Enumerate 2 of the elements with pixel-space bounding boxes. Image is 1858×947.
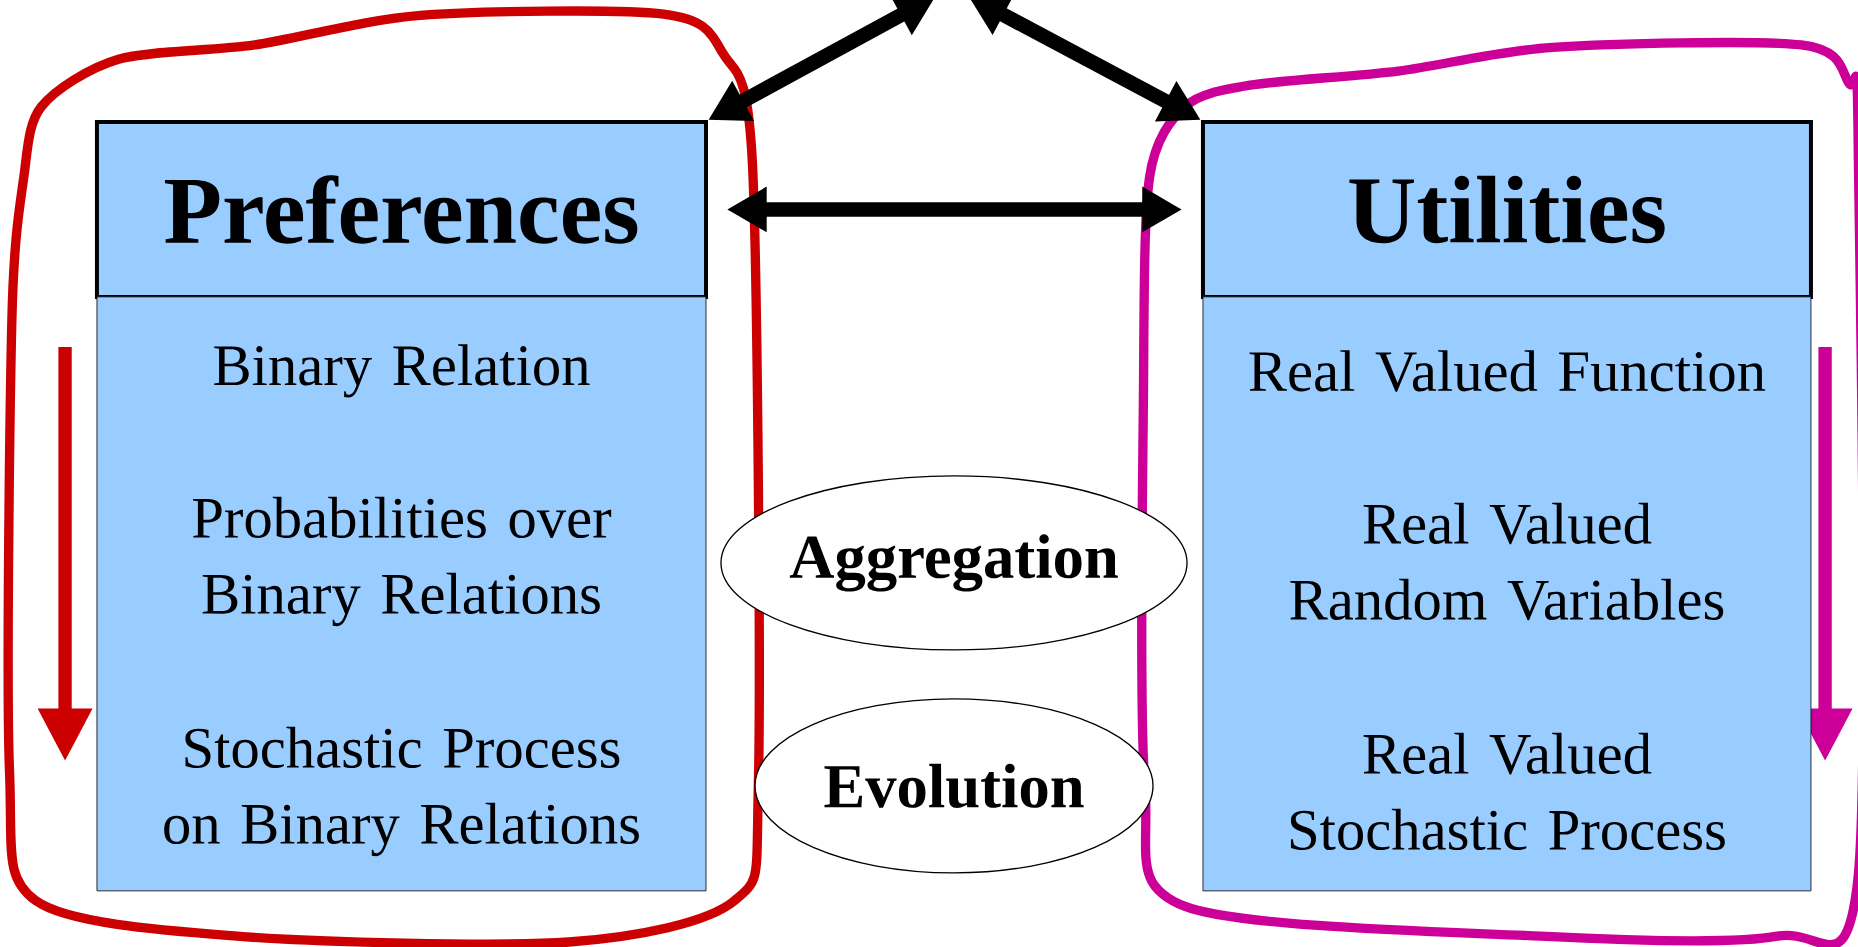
header-box: Utilities xyxy=(1200,120,1813,299)
header-box: Preferences xyxy=(94,120,708,299)
